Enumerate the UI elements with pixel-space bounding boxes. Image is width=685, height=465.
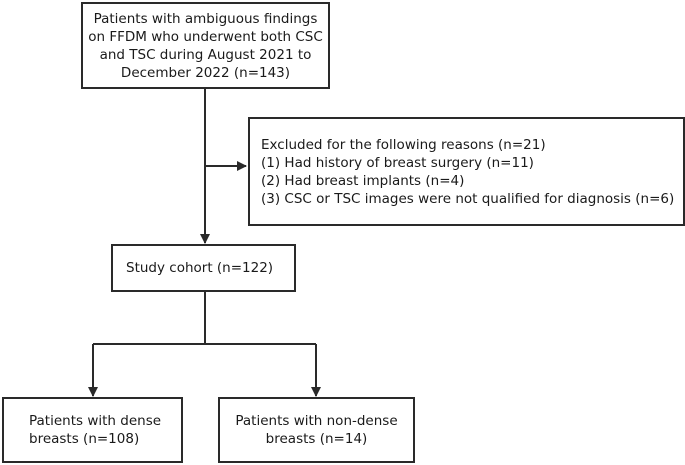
dense-breasts-box: Patients with dense breasts (n=108) <box>2 397 183 463</box>
eligible-patients-line-3: and TSC during August 2021 to <box>99 46 312 63</box>
excluded-reason-1: (1) Had history of breast surgery (n=11) <box>261 155 534 171</box>
non-dense-breasts-box: Patients with non-dense breasts (n=14) <box>218 397 415 463</box>
dense-breasts-line-2: breasts (n=108) <box>29 431 140 447</box>
non-dense-breasts-line-1: Patients with non-dense <box>235 413 398 429</box>
excluded-reason-2: (2) Had breast implants (n=4) <box>261 173 465 189</box>
study-cohort-label: Study cohort (n=122) <box>126 260 274 276</box>
eligible-patients-box: Patients with ambiguous findings on FFDM… <box>81 2 330 89</box>
excluded-box: Excluded for the following reasons (n=21… <box>248 117 685 226</box>
eligible-patients-line-2: on FFDM who underwent both CSC <box>88 28 323 45</box>
non-dense-breasts-line-2: breasts (n=14) <box>265 431 368 447</box>
excluded-reason-3: (3) CSC or TSC images were not qualified… <box>261 191 675 207</box>
study-cohort-box: Study cohort (n=122) <box>111 244 296 292</box>
eligible-patients-line-4: December 2022 (n=143) <box>120 64 291 81</box>
eligible-patients-line-1: Patients with ambiguous findings <box>93 10 318 27</box>
excluded-heading: Excluded for the following reasons (n=21… <box>261 137 546 153</box>
dense-breasts-line-1: Patients with dense <box>29 413 162 429</box>
